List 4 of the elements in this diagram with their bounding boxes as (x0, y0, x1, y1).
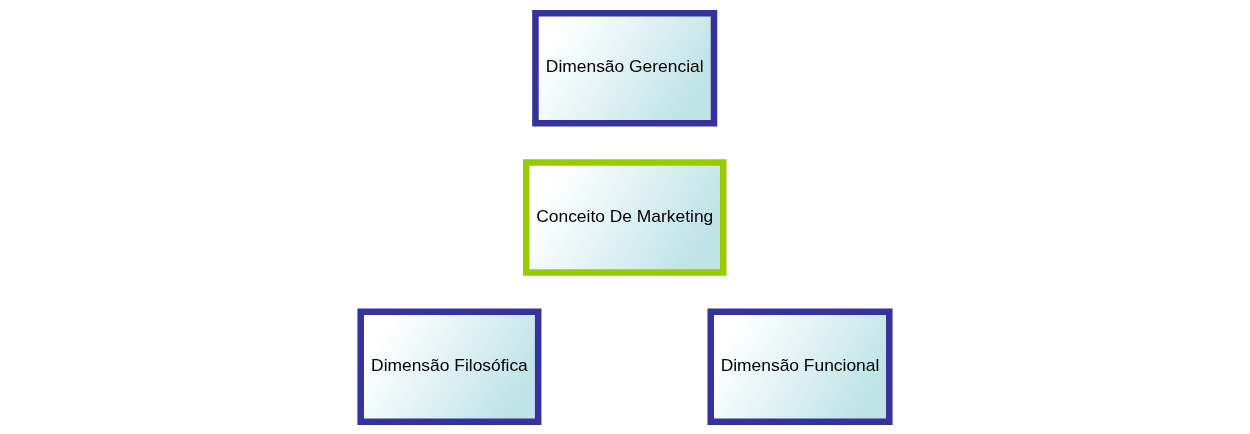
node-box: Conceito De Marketing (522, 158, 727, 276)
node-box: Dimensão Funcional (707, 307, 893, 425)
node-box: Dimensão Gerencial (532, 9, 718, 127)
node-box: Dimensão Filosófica (357, 307, 542, 425)
